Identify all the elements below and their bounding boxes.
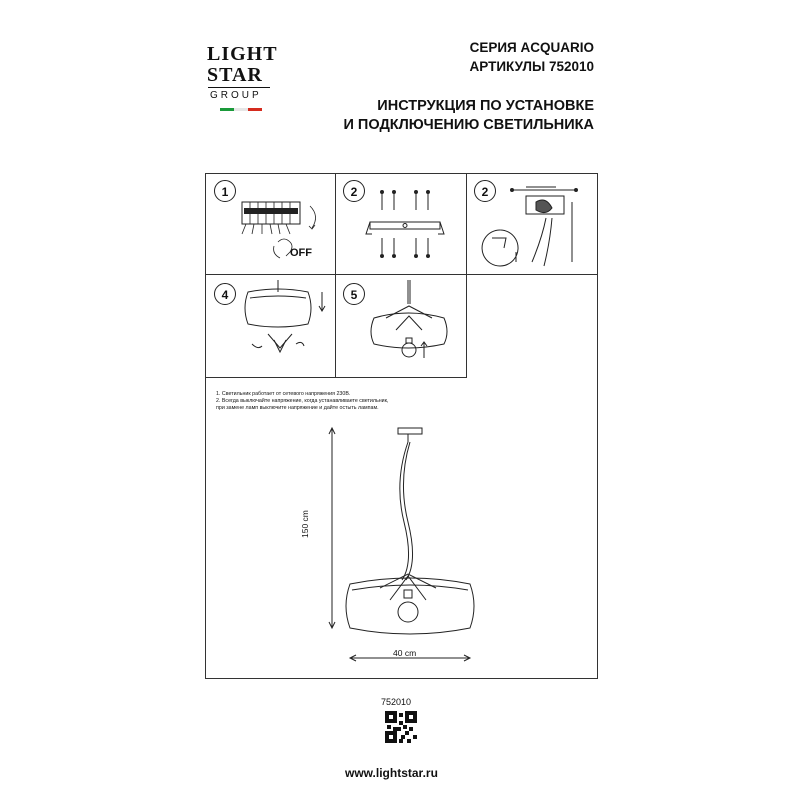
logo-line-group: GROUP [210, 90, 262, 101]
instruction-title-line2: И ПОДКЛЮЧЕНИЮ СВЕТИЛЬНИКА [343, 117, 594, 133]
step-number: 5 [343, 283, 365, 305]
step5-bulb-illustration [370, 280, 448, 358]
step2-mounting-bar-illustration [365, 190, 445, 258]
step4-shade-illustration [244, 280, 326, 354]
italian-flag-icon [220, 108, 262, 111]
step1-terminal-illustration [241, 201, 316, 259]
width-dimension-label: 40 cm [393, 648, 417, 658]
series-name: СЕРИЯ ACQUARIO [469, 40, 594, 55]
logo-divider [208, 87, 270, 88]
panel-divider [205, 377, 467, 378]
note-line: 1. Светильник работает от сетевого напря… [216, 391, 351, 397]
note-line: при замене ламп выключите напряжение и д… [216, 405, 379, 411]
step-number: 1 [214, 180, 236, 202]
panel-divider [466, 173, 467, 378]
instruction-frame [205, 173, 598, 679]
article-numbers: АРТИКУЛЫ 752010 [469, 59, 594, 74]
step-number: 2 [474, 180, 496, 202]
step-number: 2 [343, 180, 365, 202]
height-dimension-label: 150 cm [300, 510, 310, 538]
qr-code-icon [385, 711, 417, 743]
step-number: 4 [214, 283, 236, 305]
off-label: OFF [290, 247, 312, 259]
panel-divider [335, 173, 336, 378]
footer-article-number: 752010 [381, 697, 412, 707]
panel-divider [205, 274, 598, 275]
logo-line-light: LIGHT [207, 43, 278, 65]
note-line: 2. Всегда выключайте напряжение, когда у… [216, 398, 389, 404]
instruction-title-line1: ИНСТРУКЦИЯ ПО УСТАНОВКЕ [377, 98, 594, 114]
step2b-wiring-illustration [481, 186, 578, 267]
brand-logo: LIGHT STAR GROUP [206, 40, 278, 128]
logo-line-star: STAR [207, 64, 263, 86]
product-dimension-drawing [328, 426, 475, 662]
website-link[interactable]: www.lightstar.ru [345, 766, 438, 780]
